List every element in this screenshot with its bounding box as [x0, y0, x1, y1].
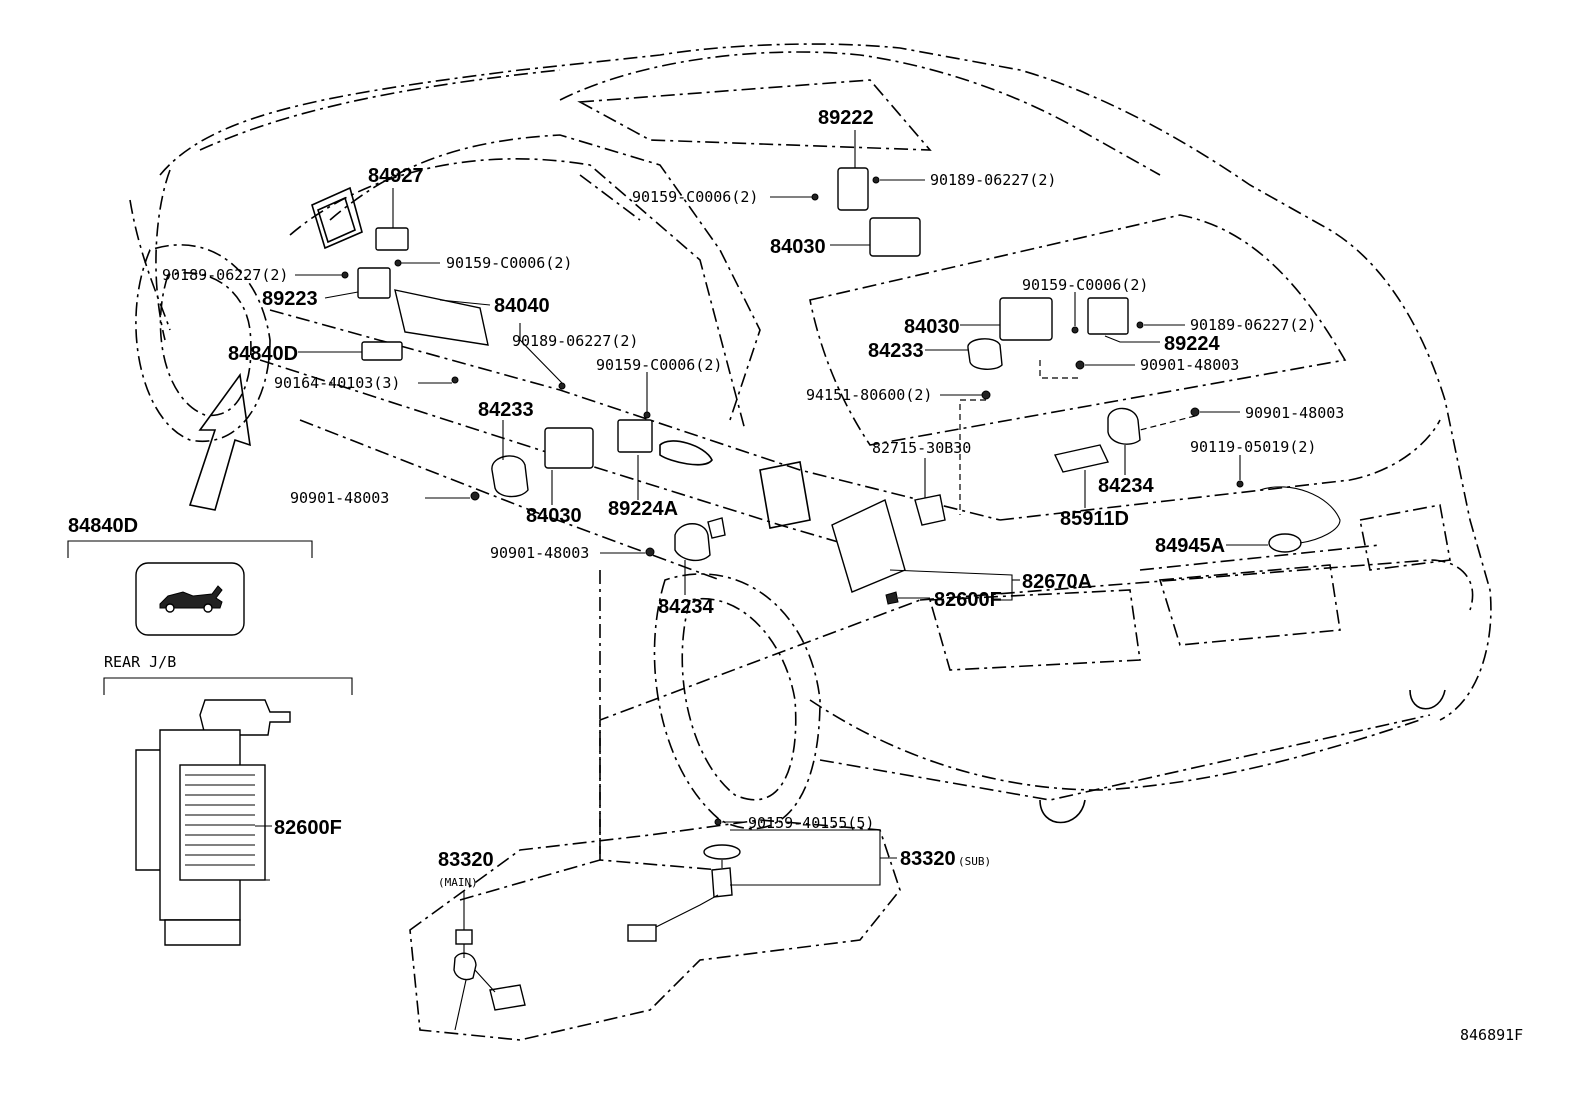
car-outline	[129, 43, 1492, 830]
svg-text:90119-05019(2): 90119-05019(2)	[1190, 438, 1316, 456]
part-84927: 84927	[368, 165, 424, 251]
part-84234-a: 84234	[658, 517, 726, 618]
svg-text:90189-06227(2): 90189-06227(2)	[1190, 316, 1316, 334]
svg-text:90164-40103(3): 90164-40103(3)	[274, 374, 400, 392]
svg-text:84030: 84030	[770, 236, 826, 258]
svg-text:89224A: 89224A	[608, 498, 678, 520]
svg-text:90901-48003: 90901-48003	[490, 544, 589, 562]
inset-84840D: 84840D	[67, 515, 313, 636]
svg-text:89223: 89223	[262, 288, 318, 310]
part-90189-06227-d: 90189-06227(2)	[1136, 316, 1316, 334]
svg-text:82715-30B30: 82715-30B30	[872, 439, 971, 457]
svg-text:90901-48003: 90901-48003	[290, 489, 389, 507]
part-84945A: 84945A	[1155, 486, 1341, 557]
part-85911D: 85911D	[1053, 444, 1129, 530]
part-82670A: 82670A	[831, 499, 1092, 601]
svg-text:84233: 84233	[868, 340, 924, 362]
svg-text:82670A: 82670A	[1022, 571, 1092, 593]
part-84040: 84040	[394, 289, 550, 346]
part-90189-06227-a: 90189-06227(2)	[872, 171, 1056, 189]
svg-text:90159-C0006(2): 90159-C0006(2)	[446, 254, 572, 272]
svg-text:(MAIN): (MAIN)	[438, 876, 478, 889]
svg-text:84234: 84234	[1098, 475, 1154, 497]
part-83320-sub: 83320 (SUB)	[627, 829, 991, 942]
arrow-icon	[188, 372, 251, 511]
svg-text:84840D: 84840D	[228, 343, 298, 365]
svg-text:84840D: 84840D	[68, 515, 138, 537]
svg-text:REAR J/B: REAR J/B	[104, 653, 176, 671]
svg-text:89224: 89224	[1164, 333, 1220, 355]
svg-text:84030: 84030	[526, 505, 582, 527]
part-89224A: 89224A	[608, 419, 678, 520]
part-90189-06227-c: 90189-06227(2)	[512, 323, 638, 390]
part-90164-40103: 90164-40103(3)	[274, 374, 459, 392]
svg-text:85911D: 85911D	[1060, 508, 1129, 530]
svg-text:83320: 83320	[900, 848, 956, 870]
svg-text:82600F: 82600F	[274, 817, 342, 839]
part-84030-b: 84030	[526, 427, 594, 527]
part-83320-main: 83320 (MAIN)	[438, 849, 526, 1031]
part-90901-48003-b: 90901-48003	[490, 544, 655, 562]
svg-text:90159-40155(5): 90159-40155(5)	[748, 814, 874, 832]
svg-text:90901-48003: 90901-48003	[1245, 404, 1344, 422]
svg-text:82600F: 82600F	[934, 589, 1002, 611]
part-90159-C0006-d: 90159-C0006(2)	[1022, 276, 1148, 334]
part-89224: 89224	[1087, 297, 1220, 355]
svg-text:84030: 84030	[904, 316, 960, 338]
part-84233-a: 84233	[478, 399, 534, 498]
part-84030-c: 84030	[904, 297, 1053, 341]
part-90901-48003-d: 90901-48003	[1139, 404, 1344, 431]
fuel-tank-outline	[409, 570, 921, 1041]
svg-text:84040: 84040	[494, 295, 550, 317]
part-82600F-a: 82600F	[885, 589, 1002, 611]
part-84234-b: 84234	[1098, 407, 1154, 497]
part-84233-b: 84233	[868, 338, 1003, 370]
svg-text:84234: 84234	[658, 596, 714, 618]
diagram-id: 846891F	[1460, 1026, 1523, 1044]
part-90901-48003-c: 90901-48003	[1039, 356, 1239, 379]
part-82715-30B30: 82715-30B30	[872, 439, 971, 526]
svg-text:83320: 83320	[438, 849, 494, 871]
part-89222: 89222	[818, 107, 874, 211]
svg-text:90159-C0006(2): 90159-C0006(2)	[632, 188, 758, 206]
part-84030-a: 84030	[770, 217, 921, 258]
svg-text:(SUB): (SUB)	[958, 855, 991, 868]
part-90159-C0006-a: 90159-C0006(2)	[632, 188, 819, 206]
svg-text:90901-48003: 90901-48003	[1140, 356, 1239, 374]
part-90189-06227-b: 90189-06227(2)	[162, 266, 349, 284]
part-84840D: 84840D	[228, 341, 403, 365]
part-90901-48003-a: 90901-48003	[290, 489, 480, 507]
svg-text:90189-06227(2): 90189-06227(2)	[512, 332, 638, 350]
part-90159-40155: 90159-40155(5)	[714, 814, 874, 832]
inset-rear-jb: REAR J/B 82600F	[103, 653, 353, 946]
part-90159-C0006-c: 90159-C0006(2)	[596, 356, 722, 419]
svg-text:84233: 84233	[478, 399, 534, 421]
part-94151-80600: 94151-80600(2)	[806, 386, 991, 515]
svg-text:89222: 89222	[818, 107, 874, 129]
svg-text:90159-C0006(2): 90159-C0006(2)	[1022, 276, 1148, 294]
svg-text:94151-80600(2): 94151-80600(2)	[806, 386, 932, 404]
svg-text:90159-C0006(2): 90159-C0006(2)	[596, 356, 722, 374]
part-89223: 89223	[262, 267, 391, 310]
part-90159-C0006-b: 90159-C0006(2)	[394, 254, 572, 272]
svg-text:90189-06227(2): 90189-06227(2)	[162, 266, 288, 284]
part-90119-05019: 90119-05019(2)	[1190, 438, 1316, 488]
svg-text:84927: 84927	[368, 165, 424, 187]
svg-text:84945A: 84945A	[1155, 535, 1225, 557]
svg-text:90189-06227(2): 90189-06227(2)	[930, 171, 1056, 189]
